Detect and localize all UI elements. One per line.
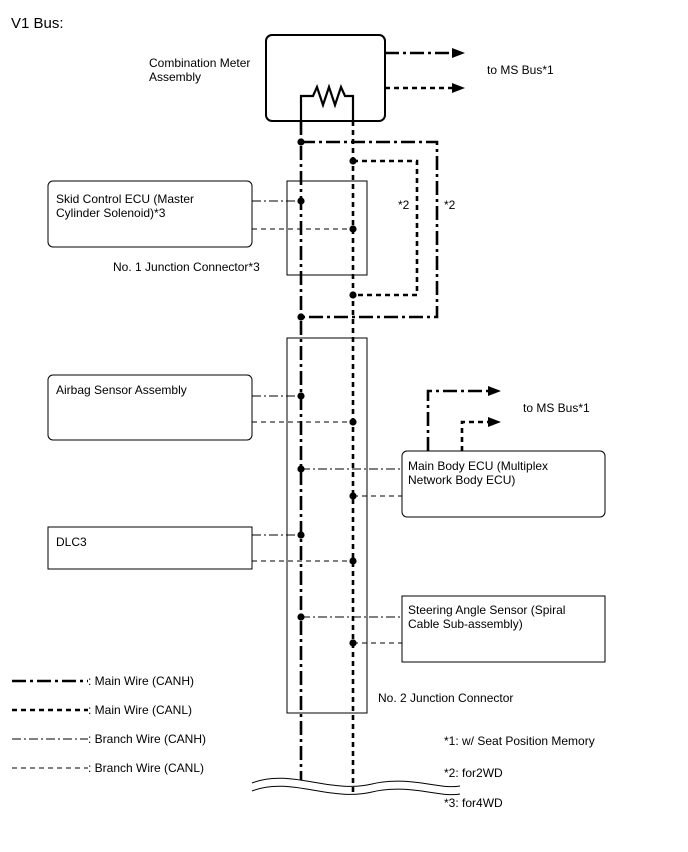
junction-dot xyxy=(349,639,357,647)
footnote-1: *1: w/ Seat Position Memory xyxy=(444,734,595,748)
note-2wd-marker-a: *2 xyxy=(398,198,410,212)
to-ms-bus-label-mid: to MS Bus*1 xyxy=(523,401,590,415)
note-2wd-marker-b: *2 xyxy=(444,198,456,212)
ms-bus-canl-mid xyxy=(460,420,488,451)
legend-label-branch-canl: : Branch Wire (CANL) xyxy=(88,761,204,775)
wire-break-line-bottom xyxy=(251,785,461,796)
junction-dot xyxy=(297,465,305,473)
junction-dot xyxy=(297,392,305,400)
junction-dot xyxy=(349,225,357,233)
arrow-right-icon xyxy=(488,386,501,396)
dlc3-label: DLC3 xyxy=(56,535,87,549)
junction-connector-2-label: No. 2 Junction Connector xyxy=(378,691,513,705)
footnote-2: *2: for2WD xyxy=(444,766,503,780)
terminating-resistor-icon xyxy=(299,83,355,121)
junction-connector-2-box xyxy=(286,337,368,714)
bypass-canl-2wd xyxy=(353,159,419,297)
to-ms-bus-label-top: to MS Bus*1 xyxy=(487,63,554,77)
skid-control-ecu-label-line1: Skid Control ECU (Master xyxy=(56,192,194,206)
main-body-ecu-label-line1: Main Body ECU (Multiplex xyxy=(408,459,548,473)
ms-bus-canh-mid xyxy=(426,389,488,451)
junction-dot xyxy=(297,613,305,621)
junction-dot xyxy=(349,291,357,299)
junction-dot xyxy=(297,313,305,321)
junction-dot xyxy=(349,157,357,165)
steering-angle-sensor-label-line1: Steering Angle Sensor (Spiral xyxy=(408,603,565,617)
junction-dot xyxy=(297,531,305,539)
steering-angle-sensor-label-line2: Cable Sub-assembly) xyxy=(408,617,523,631)
skid-control-ecu-box xyxy=(47,180,253,248)
main-body-ecu-label-line2: Network Body ECU) xyxy=(408,473,515,487)
junction-connector-1-label: No. 1 Junction Connector*3 xyxy=(113,260,260,274)
main-body-ecu-box xyxy=(401,450,606,518)
junction-dot xyxy=(297,197,305,205)
junction-dot xyxy=(349,418,357,426)
bypass-canh-2wd xyxy=(301,140,439,319)
combination-meter-label-line2: Assembly xyxy=(149,70,201,84)
dlc3-box xyxy=(47,526,253,570)
legend-label-canh: : Main Wire (CANH) xyxy=(88,674,194,688)
legend-label-branch-canh: : Branch Wire (CANH) xyxy=(88,732,206,746)
arrow-right-icon xyxy=(452,48,465,58)
skid-control-ecu-label-line2: Cylinder Solenoid)*3 xyxy=(56,206,166,220)
legend-label-canl: : Main Wire (CANL) xyxy=(88,703,192,717)
wire-break-line-top xyxy=(251,777,461,788)
arrow-right-icon xyxy=(488,417,501,427)
combination-meter-label-line1: Combination Meter xyxy=(149,56,250,70)
junction-connector-1-box xyxy=(286,180,368,276)
footnote-3: *3: for4WD xyxy=(444,796,503,810)
diagram-title: V1 Bus: xyxy=(11,15,64,32)
steering-angle-sensor-box xyxy=(401,595,606,663)
junction-dot xyxy=(349,557,357,565)
junction-dot xyxy=(297,138,305,146)
arrow-right-icon xyxy=(452,83,465,93)
airbag-sensor-label: Airbag Sensor Assembly xyxy=(56,383,187,397)
airbag-sensor-box xyxy=(47,374,253,441)
junction-dots xyxy=(297,138,357,647)
junction-dot xyxy=(349,492,357,500)
combination-meter-box xyxy=(265,34,386,122)
legend: : Main Wire (CANH) : Main Wire (CANL) : … xyxy=(12,674,206,775)
